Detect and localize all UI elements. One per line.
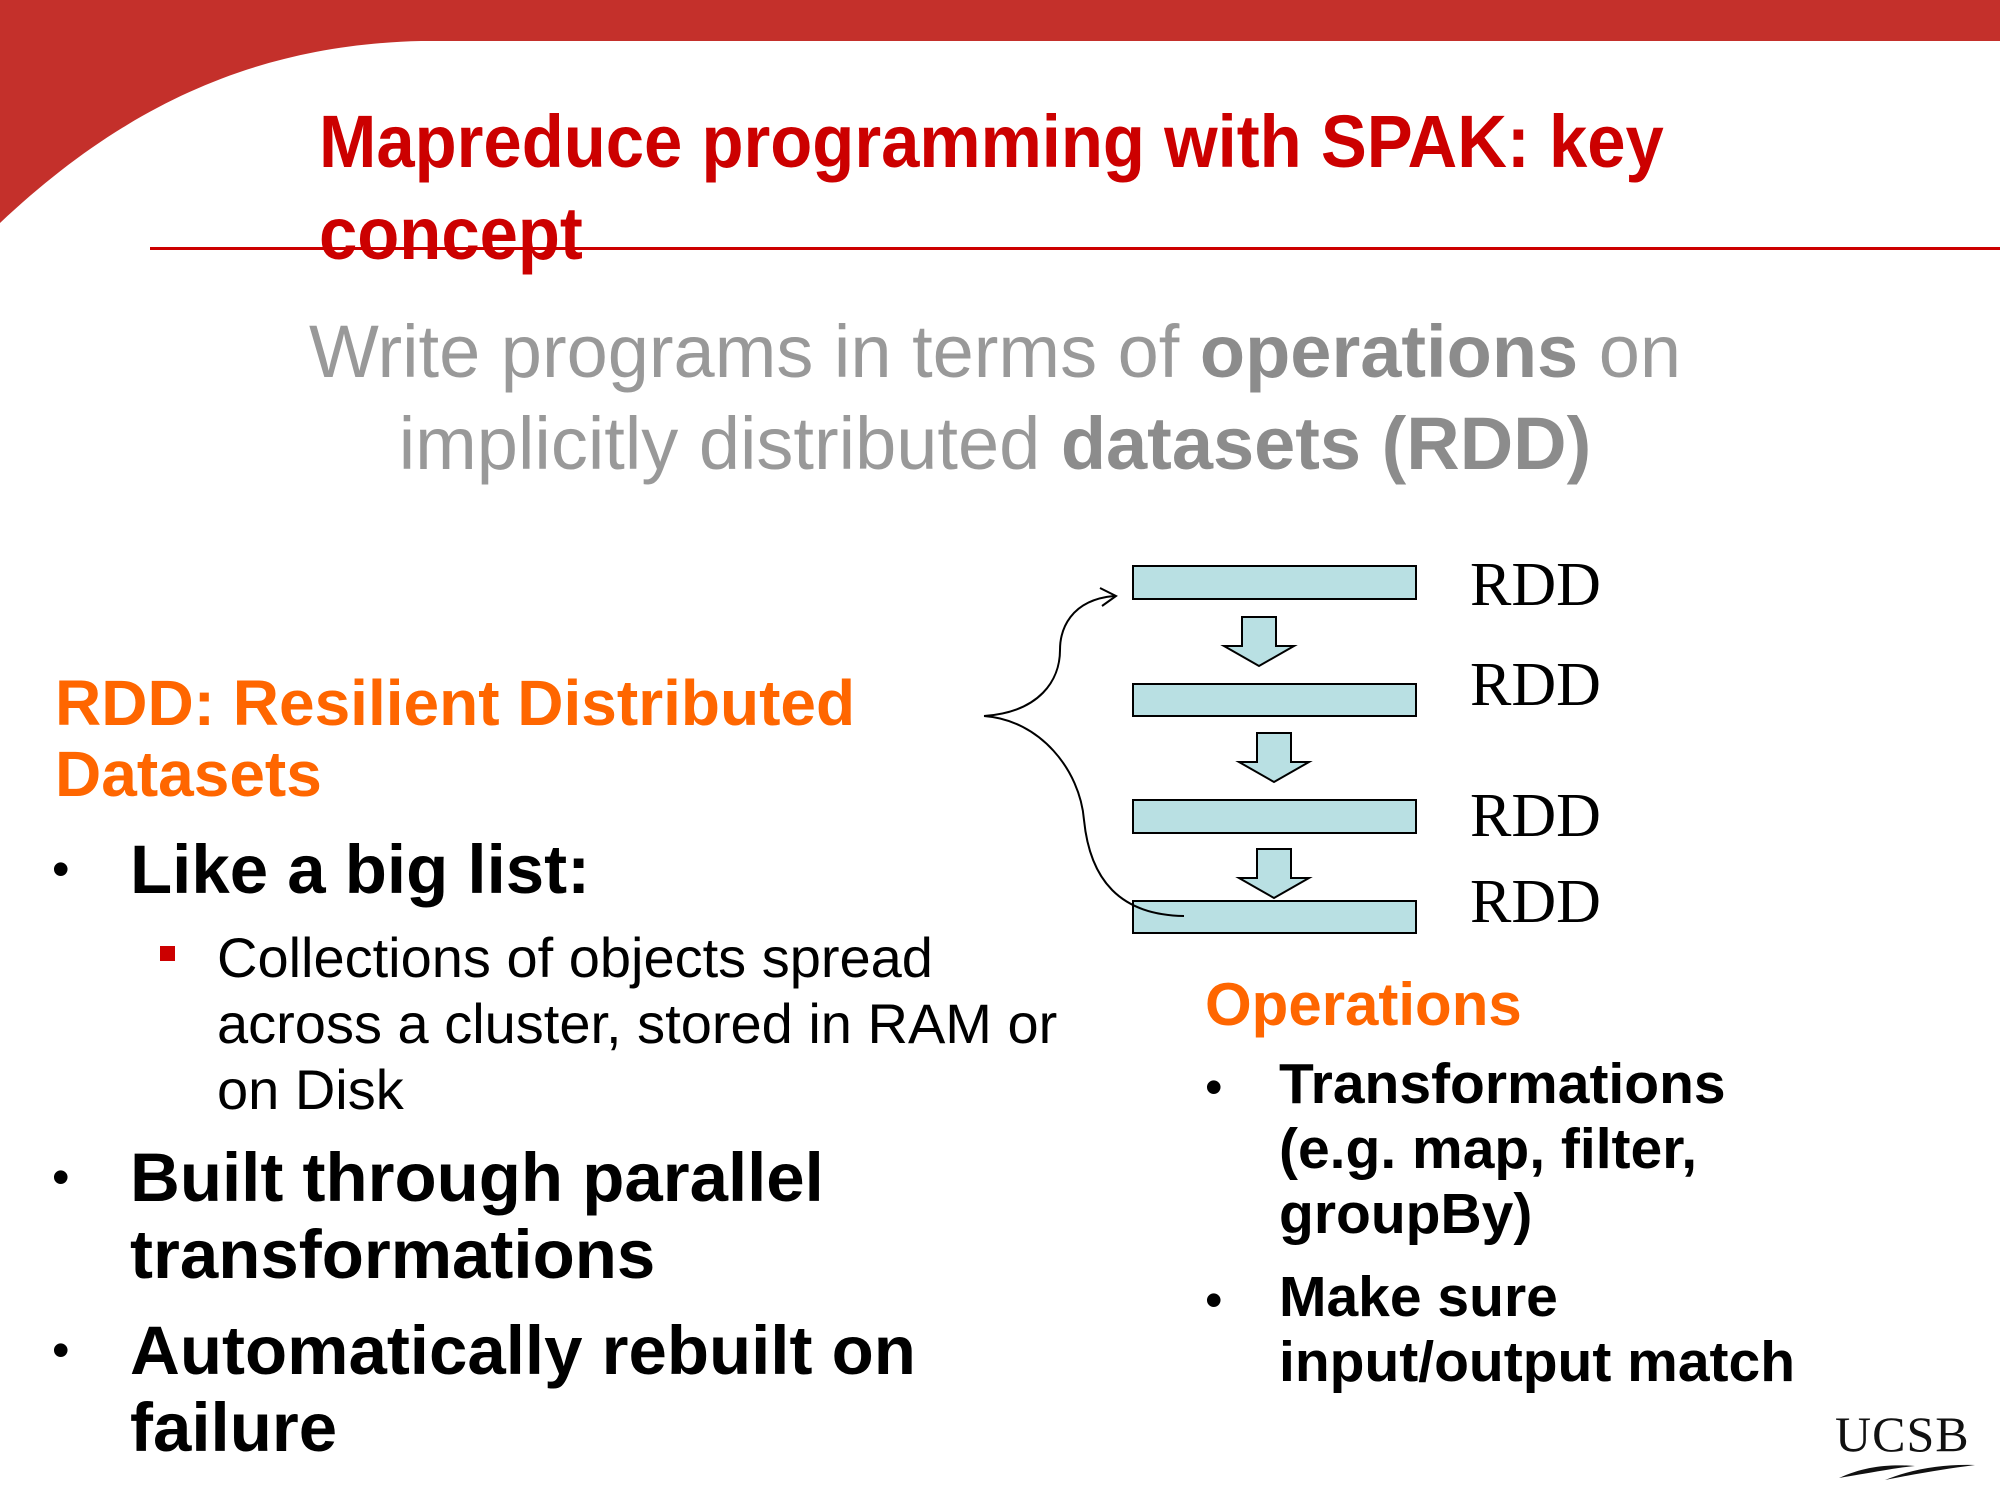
emphasis: datasets (RDD) [1060,402,1592,485]
bullet-automatically-rebuilt: Automatically rebuilt on failure [130,1312,916,1466]
text: Write programs in terms of [308,310,1200,393]
bullet-text: Automatically rebuilt on [130,1312,916,1389]
bullet-icon: • [52,841,70,897]
subtitle-line-1: Write programs in terms of operations on [0,306,1990,398]
rdd-label: RDD [1470,782,1601,850]
rdd-label: RDD [1470,651,1601,719]
ucsb-logo: UCSB [1835,1408,1985,1487]
text: implicitly distributed [398,402,1061,485]
heading-line: Datasets [55,738,322,810]
header-decoration [0,0,2000,250]
bullet-like-a-big-list: Like a big list: [130,831,590,908]
bullet-icon: • [1205,1059,1223,1115]
bullet-text: Transformations [1279,1052,1726,1116]
bullet-text: transformations [130,1216,656,1293]
slide-title: Mapreduce programming with SPAK: key con… [319,96,1664,280]
rdd-heading: RDD: Resilient Distributed Datasets [55,668,855,810]
bullet-built-through: Built through parallel transformations [130,1139,824,1293]
wave-icon [1839,1464,1975,1480]
logo-text: UCSB [1835,1406,1970,1462]
emphasis: operations [1199,310,1579,393]
bullet-text: input/output match [1279,1330,1796,1394]
subtitle: Write programs in terms of operations on… [0,306,1990,490]
bullet-text: failure [130,1389,338,1466]
text: on [1578,310,1682,393]
bullet-text: Make sure [1279,1265,1558,1329]
title-line-2: concept [319,192,583,275]
title-underline [150,247,2000,250]
sub-bullet-line: across a cluster, stored in RAM or [217,992,1058,1055]
bullet-make-sure: Make sure input/output match [1279,1265,1795,1395]
bullet-text: Like a big list: [130,831,591,908]
down-arrow-icon [1220,616,1298,668]
title-line-1: Mapreduce programming with SPAK: key [319,100,1664,183]
subtitle-line-2: implicitly distributed datasets (RDD) [0,398,1990,490]
bullet-icon: • [52,1149,70,1205]
rdd-bar [1132,799,1417,834]
brace-arrow [983,587,1185,917]
rdd-bar [1132,565,1417,600]
bullet-transformations: Transformations (e.g. map, filter, group… [1279,1052,1726,1247]
square-bullet-icon [160,946,175,961]
rdd-label: RDD [1470,868,1601,936]
bullet-text: (e.g. map, filter, [1279,1117,1698,1181]
rdd-bar [1132,683,1417,717]
sub-bullet-line: Collections of objects spread [217,926,933,989]
bullet-icon: • [52,1322,70,1378]
bullet-text: Built through parallel [130,1139,824,1216]
sub-bullet-line: on Disk [217,1058,404,1121]
heading-line: RDD: Resilient Distributed [55,667,856,739]
rdd-bar [1132,900,1417,934]
down-arrow-icon [1235,848,1313,900]
sub-bullet-collections: Collections of objects spread across a c… [217,925,1057,1123]
bullet-text: groupBy) [1279,1182,1533,1246]
down-arrow-icon [1235,732,1313,784]
bullet-icon: • [1205,1272,1223,1328]
rdd-label: RDD [1470,551,1601,619]
operations-heading: Operations [1205,971,1522,1038]
